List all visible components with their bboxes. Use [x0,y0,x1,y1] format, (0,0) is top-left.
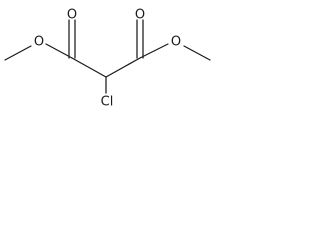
atom-label-carbonyl-oxygen-right: O [135,8,145,23]
bond-left-ester-oxygen-to-carbonyl-carbon [45,43,73,59]
bond-central-carbon-to-right-carbonyl [105,57,141,78]
chemical-structure: O O O O Cl [0,0,216,118]
atom-labels: O O O O Cl [34,8,181,110]
atom-label-ester-oxygen-left: O [34,35,44,50]
atom-label-ester-oxygen-right: O [171,35,181,50]
bond-left-methyl-to-ester-oxygen [4,45,32,61]
atom-label-carbonyl-oxygen-left: O [67,8,77,23]
bond-right-ester-oxygen-to-methyl [183,45,211,61]
bonds [4,19,211,94]
bond-left-carbonyl-to-central-carbon [71,57,107,78]
structure-drawing: O O O O Cl [4,8,211,110]
atom-label-chlorine: Cl [101,95,114,110]
bond-right-carbonyl-to-ester-oxygen [139,43,169,59]
